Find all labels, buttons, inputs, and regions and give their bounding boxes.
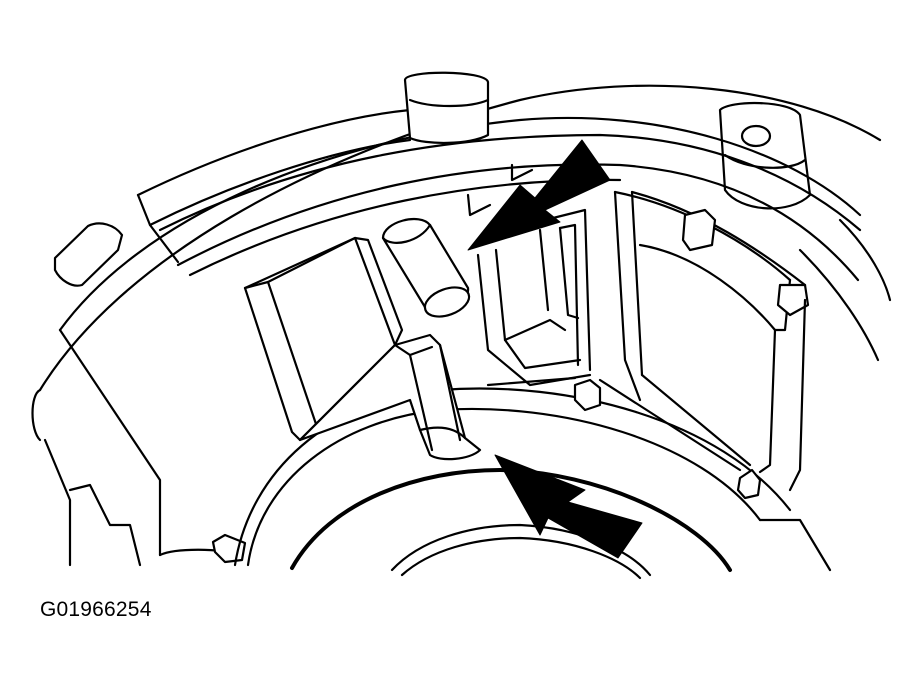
right-pocket-block (598, 190, 810, 500)
case-left-body (31, 328, 247, 567)
left-pocket-block (243, 236, 404, 442)
top-boss (403, 71, 490, 144)
left-tab (53, 222, 124, 287)
check-ball-cylinder (381, 217, 471, 318)
right-boss (718, 102, 812, 210)
upper-left-ledge (136, 108, 412, 264)
arrow-lower (494, 454, 643, 559)
arrow-upper (467, 139, 611, 251)
middle-passage (466, 163, 602, 412)
central-web (298, 333, 482, 461)
case-right-edge (758, 218, 892, 572)
figure-reference-code: G01966254 (40, 598, 152, 621)
bolt-hole (740, 124, 772, 148)
case-outer-rim (38, 84, 882, 392)
